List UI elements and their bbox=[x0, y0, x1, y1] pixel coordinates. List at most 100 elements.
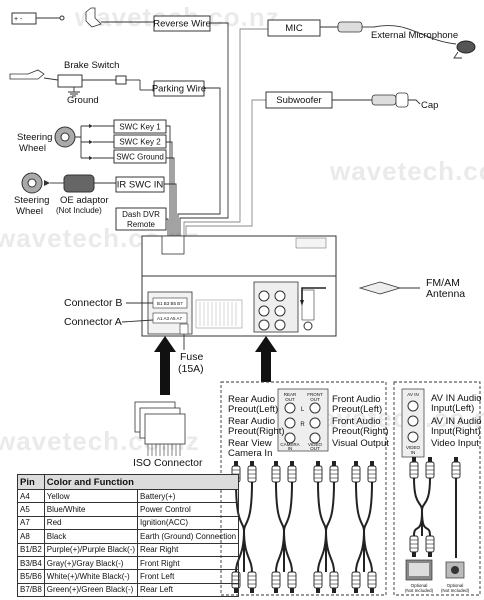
fuse-label: Fuse bbox=[180, 351, 204, 363]
heatsink bbox=[195, 299, 243, 329]
rca-plug-tip bbox=[316, 588, 320, 593]
function-cell: Power Control bbox=[137, 502, 240, 517]
pin-cell: B5/B6 bbox=[17, 569, 45, 584]
color-cell: Green(+)/Green Black(-) bbox=[43, 582, 139, 598]
watermark-layer: wavetech.co.nz wavetech.co.nz wavetech.c… bbox=[0, 2, 484, 456]
rca-jack-icon bbox=[284, 417, 296, 429]
rca-jack-icon bbox=[284, 432, 296, 444]
rca-plug-tip bbox=[428, 552, 432, 557]
ground-icon bbox=[68, 91, 80, 97]
connector-icon bbox=[59, 15, 65, 21]
head-unit: B1 B3 B5 B7 A1 A3 A5 A7 bbox=[141, 235, 337, 337]
swc-key2-label: SWC Key 2 bbox=[119, 138, 161, 147]
steering-wheel-label: Wheel bbox=[19, 143, 46, 154]
iso-connector-group: ISO Connector bbox=[133, 401, 203, 469]
arrow-line bbox=[301, 287, 326, 302]
rca-plug-tip bbox=[412, 457, 416, 462]
steering-wheel-label: Steering bbox=[17, 132, 52, 143]
av-label: Input(Right) bbox=[431, 426, 481, 437]
cable bbox=[363, 530, 373, 573]
table-header-row: Pin Color and Function bbox=[17, 474, 240, 490]
connector-icon bbox=[115, 75, 127, 85]
cable bbox=[421, 477, 431, 512]
harness-wires bbox=[164, 22, 268, 236]
rca-plug-tip bbox=[412, 552, 416, 557]
rca-jack-icon bbox=[274, 290, 286, 302]
rca-cables bbox=[231, 461, 377, 593]
dash-dvr-label: Dash DVR bbox=[122, 210, 160, 219]
arrow-up-icon bbox=[255, 336, 277, 382]
jack-footer: CAMERA bbox=[280, 442, 299, 447]
function-cell: Front Right bbox=[137, 555, 240, 571]
wire bbox=[166, 125, 171, 236]
rca-jack-icon bbox=[274, 319, 286, 331]
parking-wire-box bbox=[153, 80, 205, 97]
jack-header: FRONT bbox=[307, 392, 323, 397]
pin-cell: B1/B2 bbox=[17, 542, 45, 557]
rca-jack-icon bbox=[407, 400, 419, 412]
mic-jack-icon bbox=[337, 21, 363, 33]
rca-jack-icon bbox=[258, 319, 270, 331]
swc-group: Steering Wheel SWC Key 1 SWC Key 2 SWC G… bbox=[14, 119, 167, 231]
function-cell: Battery(+) bbox=[137, 488, 240, 504]
connector-b-label: Connector B bbox=[64, 297, 122, 309]
wire bbox=[75, 125, 91, 159]
antenna-label: FM/AM bbox=[426, 277, 460, 289]
battery-icon: + - bbox=[14, 16, 23, 23]
ground-label: Ground bbox=[67, 95, 99, 106]
rca-plug-tip bbox=[454, 457, 458, 462]
rca-plug-tip bbox=[354, 588, 358, 593]
parking-wire-label: Parking Wire bbox=[152, 84, 206, 95]
watermark: wavetech.co.nz bbox=[299, 403, 484, 433]
av-label: Video Input bbox=[431, 438, 479, 449]
cable bbox=[413, 510, 423, 537]
cable bbox=[283, 481, 293, 532]
swc-key2-box bbox=[113, 134, 167, 149]
function-cell: Front Left bbox=[137, 569, 240, 584]
cable bbox=[325, 481, 335, 532]
pin-cell: A5 bbox=[17, 502, 45, 517]
wire bbox=[166, 141, 173, 236]
rca-right-label: Front Audio bbox=[332, 416, 381, 427]
cap-icon bbox=[395, 92, 409, 108]
watermark: wavetech.co.nz bbox=[329, 156, 484, 186]
pin-cell: A8 bbox=[17, 529, 45, 544]
wire bbox=[373, 25, 457, 45]
reverse-wire-label: Reverse Wire bbox=[153, 19, 211, 30]
wire bbox=[408, 99, 421, 105]
brake-switch-label: Brake Switch bbox=[64, 60, 119, 71]
rca-jack-icon bbox=[309, 432, 321, 444]
rca-left-label: Rear View bbox=[228, 438, 272, 449]
monitor-screen bbox=[409, 563, 429, 576]
pin-cell: A4 bbox=[17, 488, 45, 504]
reverse-shifter-icon bbox=[85, 7, 102, 28]
mic-group: MIC External Microphone bbox=[267, 19, 476, 59]
parking-wire-group: Brake Switch Ground Parking Wire bbox=[9, 60, 206, 106]
color-cell: Red bbox=[43, 515, 139, 531]
connector-a-label: Connector A bbox=[64, 316, 122, 328]
wire bbox=[43, 77, 59, 81]
av-footer: VIDEO bbox=[406, 445, 421, 450]
table-header-function: Color and Function bbox=[43, 474, 240, 490]
rca-plug-tip bbox=[274, 588, 278, 593]
pin-mark: B1 B3 B5 B7 bbox=[157, 301, 183, 306]
optional-label: Optional bbox=[447, 583, 464, 588]
rca-right-label: Front Audio bbox=[332, 394, 381, 405]
antenna-label: Antenna bbox=[426, 288, 465, 300]
microphone-icon bbox=[456, 40, 476, 54]
rca-left-label: Preout(Left) bbox=[228, 404, 278, 415]
av-panel-frame bbox=[393, 381, 481, 596]
steering-wheel-icon bbox=[60, 132, 70, 142]
rca-left-label: Rear Audio bbox=[228, 394, 275, 405]
arrow-up-icon bbox=[154, 336, 176, 395]
jack-footer: IN bbox=[288, 446, 293, 451]
swc-key1-label: SWC Key 1 bbox=[119, 123, 161, 132]
rca-left-label: Rear Audio bbox=[228, 416, 275, 427]
rca-panel: REAR OUT FRONT OUT L R CAMERA IN VIDEO O… bbox=[220, 381, 389, 596]
cable bbox=[325, 530, 335, 573]
swc-ground-label: SWC Ground bbox=[116, 153, 164, 162]
swc-ground-box bbox=[113, 149, 167, 164]
